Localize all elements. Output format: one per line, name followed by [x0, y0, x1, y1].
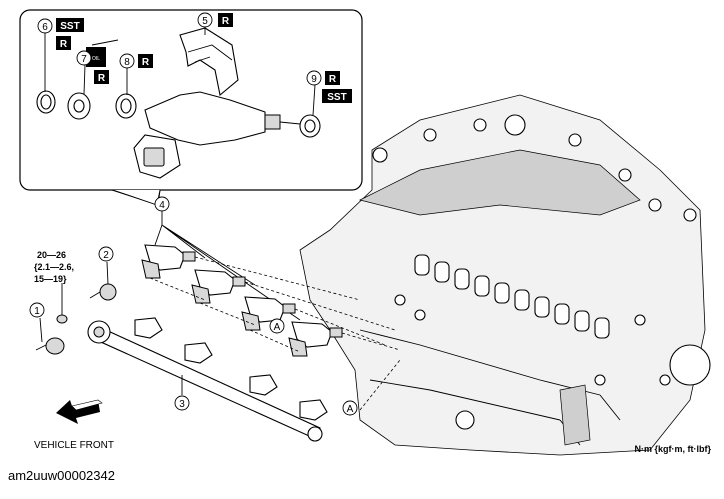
svg-text:3: 3: [179, 399, 185, 410]
svg-text:8: 8: [124, 57, 130, 68]
injector-detail: [133, 91, 301, 179]
callout-1: 1: [29, 302, 45, 318]
ref-marker-a-upper: A: [269, 318, 285, 334]
badge-r-5: R: [218, 13, 233, 27]
engine-head-illustration: [299, 94, 711, 456]
detail-inset: [19, 9, 363, 206]
callout-8: 8: [119, 53, 135, 69]
badge-sst-6: SST: [56, 18, 84, 32]
svg-text:{2.1—2.6,: {2.1—2.6,: [34, 262, 74, 272]
intake-ports: [414, 254, 610, 339]
svg-text:OIL: OIL: [92, 56, 100, 62]
svg-text:A: A: [347, 404, 354, 415]
badge-r-9: R: [325, 71, 340, 85]
badge-r-8: R: [138, 54, 153, 68]
svg-text:7: 7: [81, 54, 87, 65]
torque-spec: 20—26 {2.1—2.6, 15—19}: [34, 250, 74, 284]
leader-4: [154, 210, 301, 321]
svg-text:1: 1: [34, 306, 40, 317]
pulley-circle: [669, 344, 711, 386]
alignment-lines: [149, 256, 401, 411]
callout-2: 2: [98, 246, 114, 262]
fuel-rail-3: [87, 317, 328, 442]
svg-text:20—26: 20—26: [37, 250, 66, 260]
oil-can-icon: [86, 39, 119, 67]
svg-text:2: 2: [103, 250, 109, 261]
vehicle-front-label: VEHICLE FRONT: [34, 440, 114, 451]
injector-3: [241, 296, 296, 331]
units-note: N·m {kgf·m, ft·lbf}: [635, 444, 712, 454]
badge-r-7: R: [94, 70, 109, 84]
svg-text:4: 4: [159, 200, 165, 211]
callout-9: 9: [306, 70, 322, 86]
svg-text:SST: SST: [327, 92, 346, 103]
svg-text:A: A: [274, 322, 281, 333]
svg-text:9: 9: [311, 74, 317, 85]
callout-4: 4: [154, 196, 170, 212]
svg-text:5: 5: [202, 16, 208, 27]
document-id: am2uuw00002342: [8, 468, 115, 483]
bolt-2: [89, 283, 117, 301]
injector-4: [288, 321, 343, 357]
callout-3: 3: [174, 395, 190, 411]
svg-text:R: R: [60, 39, 68, 50]
svg-text:15—19}: 15—19}: [34, 274, 67, 284]
badge-r-6: R: [56, 36, 71, 50]
svg-text:6: 6: [42, 22, 48, 33]
head-bolts: [372, 114, 697, 430]
ref-marker-a-lower: A: [342, 400, 358, 416]
oil-label: OIL: [92, 56, 100, 62]
svg-text:SST: SST: [60, 21, 79, 32]
vehicle-front-arrow-icon: [56, 399, 103, 424]
callout-6: 6: [37, 18, 53, 34]
svg-text:R: R: [98, 73, 106, 84]
svg-text:R: R: [142, 57, 150, 68]
svg-text:R: R: [222, 16, 230, 27]
clip-5: [179, 27, 239, 97]
injector-2: [191, 269, 246, 304]
injector-1: [141, 244, 196, 279]
badge-sst-9: SST: [322, 89, 352, 103]
bolt-1: [35, 314, 68, 355]
leader-lines: [39, 27, 316, 395]
svg-text:R: R: [329, 74, 337, 85]
callout-7: 7: [76, 50, 92, 66]
callout-5: 5: [197, 12, 213, 28]
